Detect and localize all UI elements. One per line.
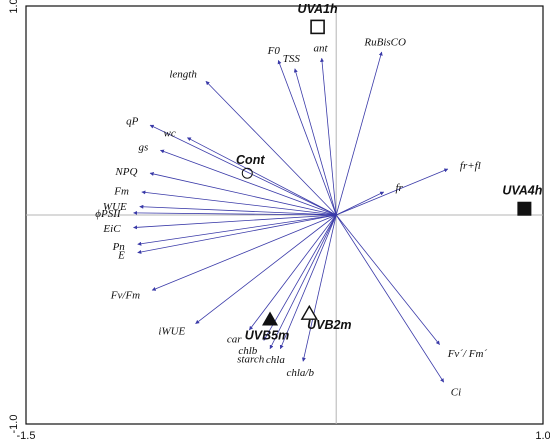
label-rubisco: RuBisCO [363,36,406,48]
label-fr: fr [395,182,403,194]
label-npq: NPQ [114,166,137,178]
arrow-fv-fm [335,214,440,345]
arrow-f0 [277,59,337,216]
label-starch: starch [237,354,265,366]
arrow-chla [279,214,337,350]
marker-uvb5m [262,311,279,326]
label-fv-fm: Fv´/ Fm´ [447,348,488,360]
label-fr-fl: fr+fl [460,160,481,172]
arrow-eic [133,214,337,230]
label-iwue: iWUE [158,325,185,337]
arrow-fm [141,190,337,216]
marker-cont [241,167,253,179]
arrow-starch [269,214,337,350]
arrow-fr [336,191,385,216]
arrow-chlb [263,214,337,341]
label-ci: Ci [451,386,461,398]
label-wc: wc [164,128,176,140]
y-tick-label: -1.0 [8,415,20,434]
arrow-wc [186,137,337,216]
label-uvb5m: UVB5m [245,329,289,343]
label-wue: WUE [103,201,127,213]
label-uva1h: UVA1h [298,2,338,16]
label-length: length [169,68,197,80]
arrow-iwue [195,214,337,324]
x-tick-label: 1.0 [535,430,550,442]
label-car: car [227,334,242,346]
label-e: E [117,250,125,262]
arrow-psii [133,210,337,216]
label-fv-fm: Fv/Fm [110,289,140,301]
label-ant: ant [313,42,328,54]
label-psii: ϕPSII [95,208,122,220]
arrow-ci [335,214,445,383]
x-tick-label: -1.5 [17,430,36,442]
arrow-e [137,214,337,254]
marker-uva4h [517,201,532,216]
tick-labels: -1.5 1.0 1.0 -1.0 [8,0,550,442]
label-eic: EiC [102,223,121,235]
label-gs: gs [138,141,148,153]
marker-uvb2m [300,304,319,320]
arrow-length [205,80,337,216]
arrow-pn [137,214,337,246]
arrow-car [249,214,337,331]
arrow-rubisco [335,51,383,216]
arrow-fr-fl [336,168,449,216]
arrow-fv-fm [151,214,337,291]
label-qp: qP [126,115,139,127]
label-cont: Cont [236,153,265,167]
label-uva4h: UVA4h [502,184,542,198]
y-tick-label: 1.0 [8,0,20,14]
arrow-tss [293,68,337,216]
arrow-chla-b [301,214,337,362]
label-chla-b: chla/b [286,367,314,379]
label-chla: chla [266,354,285,366]
arrow-wue [139,204,337,216]
variable-arrows [133,51,449,383]
marker-uva1h [310,19,325,35]
arrow-ant [320,57,337,216]
arrow-gs [160,149,337,216]
label-uvb2m: UVB2m [307,318,351,332]
arrow-npq [149,172,337,216]
label-chlb: chlb [238,345,257,357]
label-f0: F0 [267,45,281,57]
label-pn: Pn [112,241,126,253]
label-fm: Fm [113,186,129,198]
label-tss: TSS [283,53,301,65]
